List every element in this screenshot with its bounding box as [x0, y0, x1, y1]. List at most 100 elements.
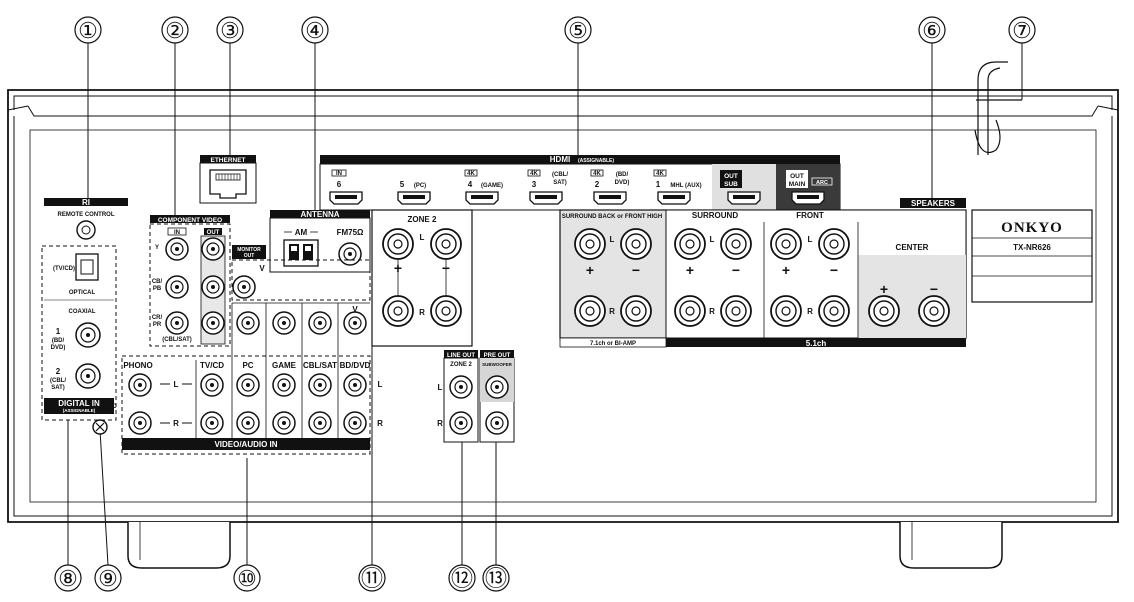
bddvd-l-jack[interactable] [343, 373, 367, 397]
component-out-y-jack[interactable] [201, 237, 225, 261]
front-r-minus-post[interactable] [818, 295, 850, 327]
tvcd-l-jack[interactable] [200, 373, 224, 397]
ethernet-port[interactable] [209, 169, 247, 199]
coaxial-label: COAXIAL [69, 309, 96, 315]
surround-r-plus-post[interactable] [674, 295, 706, 327]
am-antenna-terminal[interactable] [283, 239, 319, 267]
bddvd-label: BD/DVD [340, 361, 371, 370]
callout-7: ⑦ [1008, 16, 1036, 44]
pc-l-jack[interactable] [236, 373, 260, 397]
hdmi-2-number: 2 [595, 180, 600, 189]
bddvd-video-jack[interactable] [343, 311, 367, 335]
surround-back-l-plus-post[interactable] [574, 228, 606, 260]
callout-2: ② [161, 16, 189, 44]
optical-source-label: (TV/CD) [53, 266, 75, 272]
hdmi-main-label: MAIN [789, 181, 806, 188]
hdmi-in-3[interactable]: 4K 3 (CBL/ SAT) [527, 169, 568, 205]
pre-out-header: PRE OUT [484, 353, 511, 359]
surround-back-minus: − [632, 262, 640, 278]
surround-back-r-plus-post[interactable] [574, 295, 606, 327]
coax1-source-label: (BD/ [52, 338, 65, 344]
digital-in-assignable: (ASSIGNABLE) [63, 408, 96, 413]
center-plus: + [880, 281, 888, 297]
component-in-pb-jack[interactable] [165, 275, 189, 299]
surround-r-minus-post[interactable] [720, 295, 752, 327]
front-r-label: R [807, 307, 813, 316]
monitor-out-v-jack[interactable] [232, 275, 256, 299]
cblsat-l-jack[interactable] [308, 373, 332, 397]
component-pr-label: CR/ [152, 315, 163, 321]
front-l-minus-post[interactable] [818, 228, 850, 260]
zone2-l-minus-post[interactable] [430, 228, 462, 260]
coaxial-input-1[interactable] [75, 322, 101, 348]
line-out-l-jack[interactable] [449, 375, 473, 399]
surround-l-plus-post[interactable] [674, 228, 706, 260]
component-out-pb-jack[interactable] [201, 275, 225, 299]
zone2-label: ZONE 2 [408, 215, 437, 224]
zone2-l-plus-post[interactable] [382, 228, 414, 260]
callout-5-label: ⑤ [568, 18, 588, 43]
component-pb-label: CB/ [152, 279, 163, 285]
surround-back-r-minus-post[interactable] [620, 295, 652, 327]
phono-l-jack[interactable] [128, 373, 152, 397]
front-plus: + [782, 262, 790, 278]
hdmi-in-4[interactable]: 4K 4 (GAME) [464, 169, 503, 205]
front-r-plus-post[interactable] [770, 295, 802, 327]
hdmi-out-main-arc[interactable]: OUT MAIN ARC [786, 170, 833, 205]
51ch-label: 5.1ch [806, 339, 827, 348]
hdmi-5-name: (PC) [414, 183, 426, 189]
component-video-header: COMPONENT VIDEO [158, 217, 222, 224]
zone2-r-plus-post[interactable] [382, 295, 414, 327]
pc-r-jack[interactable] [236, 411, 260, 435]
remote-control-jack[interactable] [76, 220, 96, 240]
component-in-pr-jack[interactable] [165, 311, 189, 335]
game-l-jack[interactable] [272, 373, 296, 397]
phono-tvcd-r-label: R [173, 419, 179, 428]
power-cord [974, 61, 1022, 155]
callout-12-label: ⑫ [451, 566, 473, 591]
surround-r-label: R [709, 307, 715, 316]
tvcd-label: TV/CD [200, 361, 224, 370]
front-label: FRONT [796, 211, 824, 220]
hdmi-in-6[interactable]: IN 6 [329, 169, 363, 205]
hdmi-3-name: (CBL/ [552, 172, 568, 178]
front-l-plus-post[interactable] [770, 228, 802, 260]
surround-back-l-minus-post[interactable] [620, 228, 652, 260]
hdmi-sub-label: SUB [724, 181, 738, 188]
optical-input[interactable] [75, 253, 99, 281]
phono-r-jack[interactable] [128, 411, 152, 435]
remote-control-label: REMOTE CONTROL [58, 212, 115, 218]
component-in-y-jack[interactable] [165, 237, 189, 261]
subwoofer-out-jack-1[interactable] [485, 375, 509, 399]
fm-antenna-jack[interactable] [338, 242, 362, 266]
hdmi-in-1-mhl[interactable]: 4K 1 MHL (AUX) [653, 169, 702, 205]
cblsat-r-jack[interactable] [308, 411, 332, 435]
surround-l-minus-post[interactable] [720, 228, 752, 260]
center-plus-post[interactable] [868, 295, 900, 327]
digital-in-section: (TV/CD) OPTICAL COAXIAL 1 (BD/ DVD) 2 (C… [41, 245, 117, 421]
subwoofer-out-jack-2[interactable] [485, 411, 509, 435]
hdmi-in-5[interactable]: 5 (PC) [397, 180, 431, 205]
tvcd-r-jack[interactable] [200, 411, 224, 435]
hdmi-in-2[interactable]: 4K 2 (BD/ DVD) [590, 169, 629, 205]
hdmi-out-sub[interactable]: OUT SUB [720, 170, 761, 205]
center-label: CENTER [896, 243, 929, 252]
hdmi-2-name: (BD/ [616, 172, 629, 178]
zone2-r-minus-post[interactable] [430, 295, 462, 327]
ground-terminal[interactable]: GND [92, 404, 117, 435]
line-out-r-jack[interactable] [449, 411, 473, 435]
coaxial-input-2[interactable] [75, 363, 101, 389]
pc-video-jack[interactable] [236, 311, 260, 335]
game-video-jack[interactable] [272, 311, 296, 335]
ethernet-section: ETHERNET [199, 155, 257, 204]
callout-2-label: ② [165, 18, 185, 43]
center-minus-post[interactable] [918, 295, 950, 327]
pre-out-subwoofer-section: PRE OUT SUBWOOFER [479, 350, 515, 443]
bddvd-r-jack[interactable] [343, 411, 367, 435]
cblsat-video-jack[interactable] [308, 311, 332, 335]
game-r-jack[interactable] [272, 411, 296, 435]
hdmi-1-name: MHL (AUX) [670, 183, 701, 189]
component-video-section: COMPONENT VIDEO IN OUT Y CB/ PB CR/ PR (… [149, 215, 231, 347]
callout-1: ① [74, 16, 102, 44]
component-out-pr-jack[interactable] [201, 311, 225, 335]
